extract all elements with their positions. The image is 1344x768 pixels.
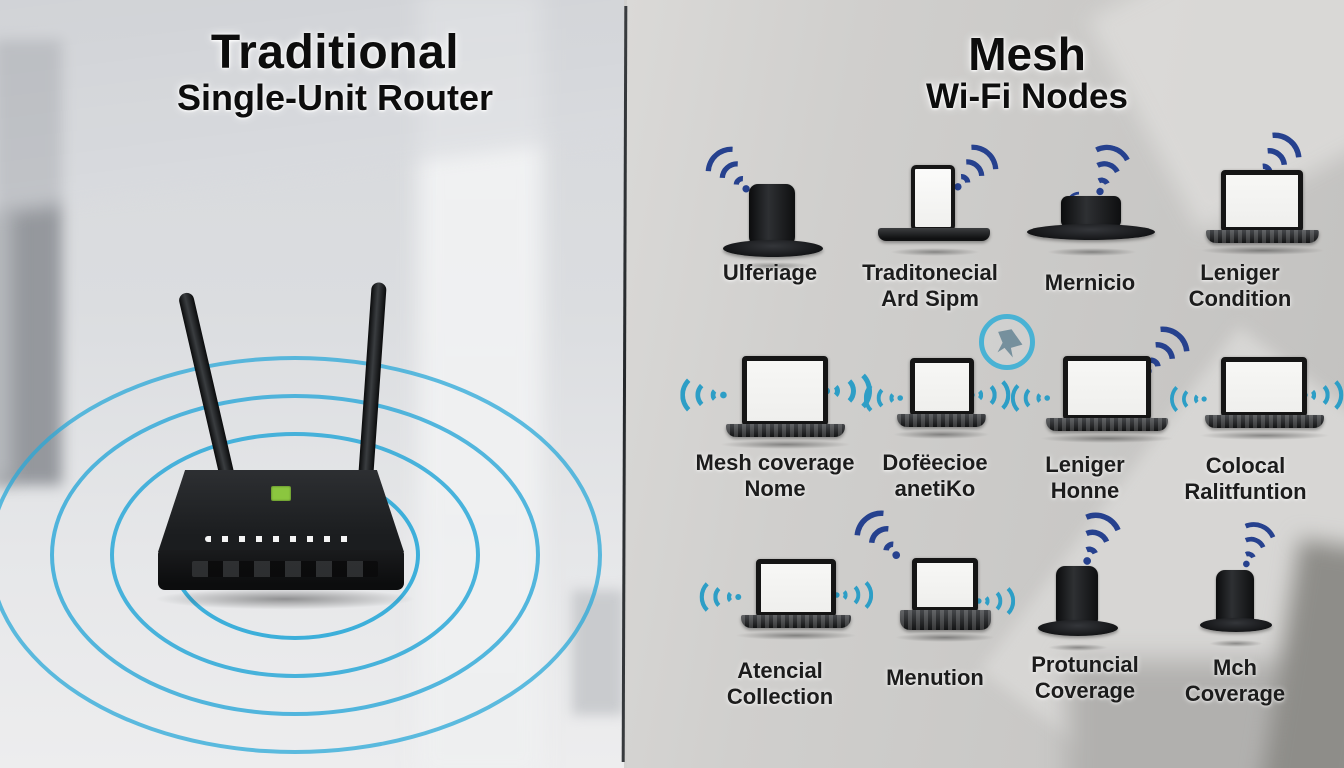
mesh-node-device xyxy=(1056,566,1098,628)
router-front-face xyxy=(158,550,404,590)
laptop-device xyxy=(735,559,857,640)
router-top-face xyxy=(158,470,404,552)
router-led-row xyxy=(205,536,357,542)
laptop-screen xyxy=(742,356,829,426)
device-shadow xyxy=(893,430,991,439)
background-door-shadow xyxy=(0,40,62,485)
background-corner-dark xyxy=(1259,538,1344,768)
tablet-dock xyxy=(878,228,990,241)
laptop-keyboard xyxy=(1205,230,1319,243)
mesh-node-device xyxy=(749,184,795,246)
device-shadow xyxy=(720,440,851,449)
laptop-screen xyxy=(1062,356,1151,420)
right-panel-title: Mesh Wi-Fi Nodes xyxy=(827,30,1227,117)
laptop-screen xyxy=(755,559,836,617)
item-label: Colocal Ralitfuntion xyxy=(1184,453,1307,504)
wifi-signal-icon xyxy=(1057,502,1135,576)
device-shadow xyxy=(735,631,857,640)
signal-ring-4 xyxy=(0,356,602,754)
item-label: Traditonecial Ard Sipm xyxy=(862,260,998,311)
left-panel-title: Traditional Single-Unit Router xyxy=(90,26,580,119)
laptop-screen xyxy=(909,358,974,416)
laptop-device xyxy=(895,558,996,642)
item-label: Mch Coverage xyxy=(1184,655,1286,706)
mesh-nodes-panel: Mesh Wi-Fi Nodes xyxy=(627,0,1344,768)
mesh-node-base xyxy=(1038,620,1118,636)
item-label: Leniger Honne xyxy=(1045,452,1125,503)
tablet-device xyxy=(911,165,955,231)
laptop-screen xyxy=(912,558,979,612)
background-door-inner xyxy=(0,210,12,480)
laptop-keyboard xyxy=(897,414,986,427)
laptop-keyboard xyxy=(1046,418,1168,431)
laptop-device xyxy=(1040,356,1174,443)
laptop-screen xyxy=(1221,170,1304,232)
device-shadow xyxy=(1040,434,1174,443)
mesh-node-base xyxy=(1027,224,1155,240)
device-shadow xyxy=(895,633,996,642)
device-shadow xyxy=(733,262,813,270)
next-arrow-icon xyxy=(979,314,1035,370)
mesh-node-base xyxy=(1200,618,1272,632)
traditional-router-panel: Traditional Single-Unit Router xyxy=(0,0,624,768)
right-title-line1: Mesh xyxy=(968,28,1086,80)
device-shadow xyxy=(890,248,980,256)
item-label: Mesh coverage Nome xyxy=(695,450,855,501)
item-label: Atencial Collection xyxy=(726,658,834,709)
router-ports xyxy=(192,561,378,577)
left-title-line1: Traditional xyxy=(210,26,460,79)
right-title-line2: Wi-Fi Nodes xyxy=(926,77,1128,117)
device-shadow xyxy=(1209,640,1263,647)
laptop-keyboard xyxy=(726,424,845,437)
device-shadow xyxy=(1199,431,1330,440)
item-label: Protuncial Coverage xyxy=(1031,652,1139,703)
device-shadow xyxy=(1047,248,1137,256)
device-shadow xyxy=(1200,246,1325,255)
router-shadow xyxy=(150,588,420,610)
mesh-node-device xyxy=(1061,196,1121,228)
wifi-signal-icon xyxy=(1220,513,1287,577)
laptop-keyboard xyxy=(740,615,851,628)
item-label: Dofëecioe anetiKo xyxy=(882,450,988,501)
item-label: Ulferiage xyxy=(722,260,818,285)
laptop-device xyxy=(720,356,851,449)
laptop-screen xyxy=(1221,357,1308,417)
mesh-node-base xyxy=(723,240,823,257)
laptop-keyboard xyxy=(899,610,991,630)
device-shadow xyxy=(1048,644,1108,651)
left-title-line2: Single-Unit Router xyxy=(177,77,493,119)
laptop-keyboard xyxy=(1205,415,1324,428)
arrow-glyph xyxy=(997,329,1023,358)
laptop-device xyxy=(893,358,991,439)
item-label: Leniger Condition xyxy=(1188,260,1292,311)
item-label: Mernicio xyxy=(1044,270,1136,295)
item-label: Menution xyxy=(886,665,984,690)
laptop-device xyxy=(1199,357,1330,440)
laptop-device xyxy=(1200,170,1325,255)
router-green-label xyxy=(271,486,291,501)
